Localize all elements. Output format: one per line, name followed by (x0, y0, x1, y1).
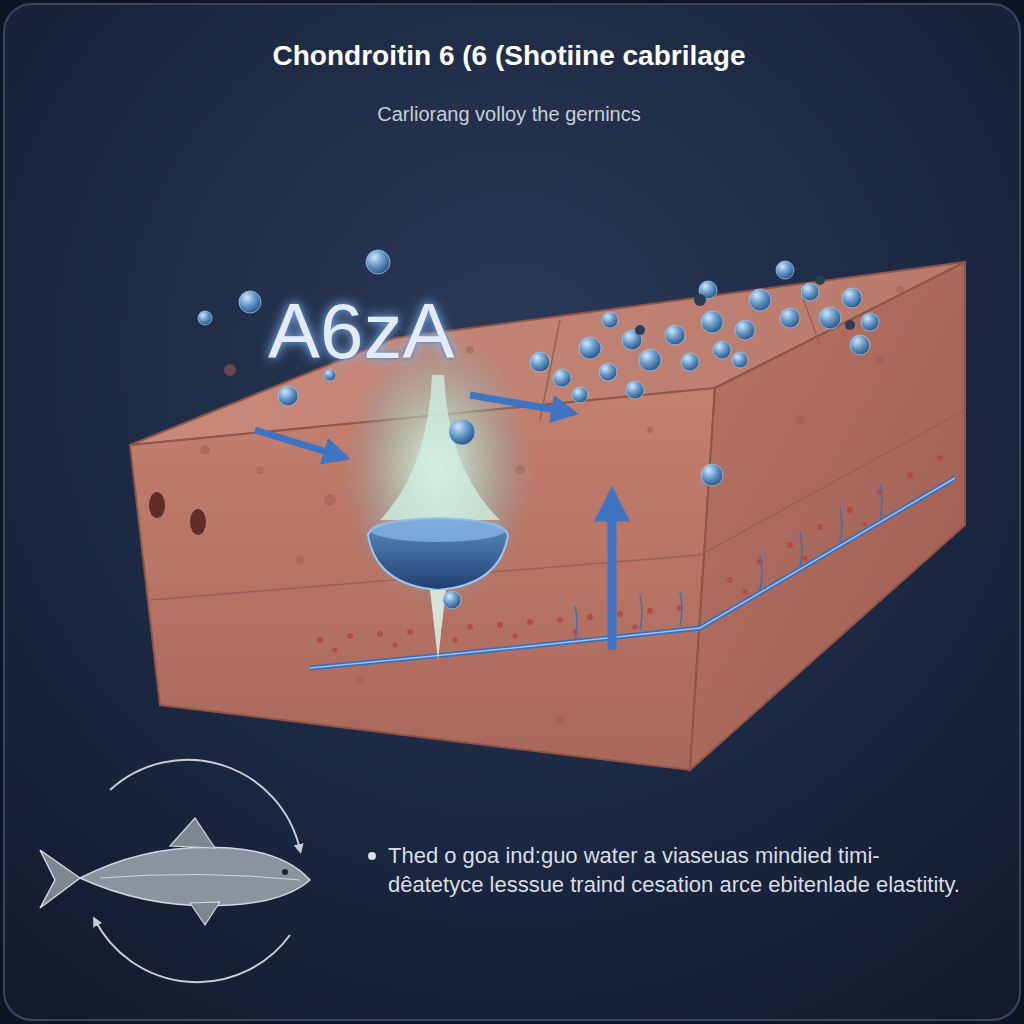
subtitle: Carliorang volloy the gernincs (0, 102, 1018, 126)
title: Chondroitin 6 (6 (Shotiine cabrilage (0, 40, 1018, 72)
note: Thed o goa ind:guo water a viaseuas mind… (388, 842, 968, 899)
molecule-label: A6zA (268, 292, 548, 370)
